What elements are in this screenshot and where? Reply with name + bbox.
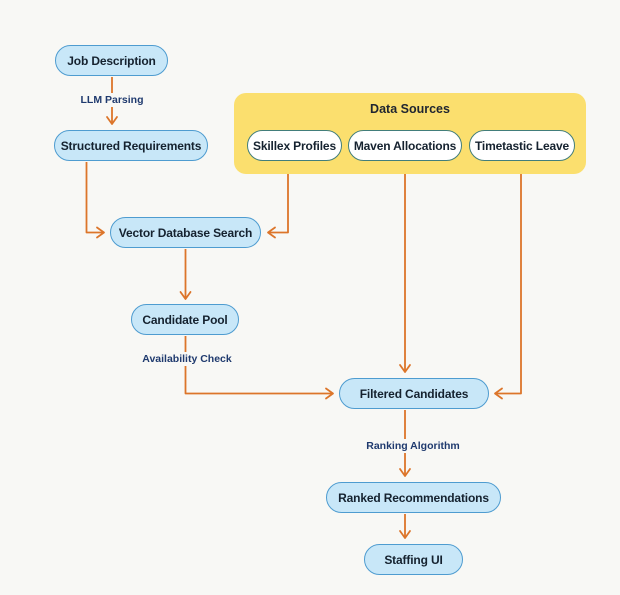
data-sources-title: Data Sources <box>370 102 450 116</box>
node-job-description: Job Description <box>55 45 168 76</box>
edge-label-ranking-algorithm: Ranking Algorithm <box>361 439 465 453</box>
node-staffing-ui: Staffing UI <box>364 544 463 575</box>
edge-timetastic-to-filtered <box>494 162 522 400</box>
node-timetastic-leave: Timetastic Leave <box>469 130 575 161</box>
node-ranked-recommendations: Ranked Recommendations <box>326 482 501 513</box>
node-maven-allocations: Maven Allocations <box>348 130 462 161</box>
node-skillex-profiles: Skillex Profiles <box>247 130 342 161</box>
edge-structured-to-vector <box>85 162 105 239</box>
node-filtered-candidates: Filtered Candidates <box>339 378 489 409</box>
edge-label-availability-check: Availability Check <box>137 352 237 366</box>
node-vector-database-search: Vector Database Search <box>110 217 261 248</box>
edge-label-llm-parsing: LLM Parsing <box>75 93 149 107</box>
node-structured-requirements: Structured Requirements <box>54 130 208 161</box>
node-candidate-pool: Candidate Pool <box>131 304 239 335</box>
